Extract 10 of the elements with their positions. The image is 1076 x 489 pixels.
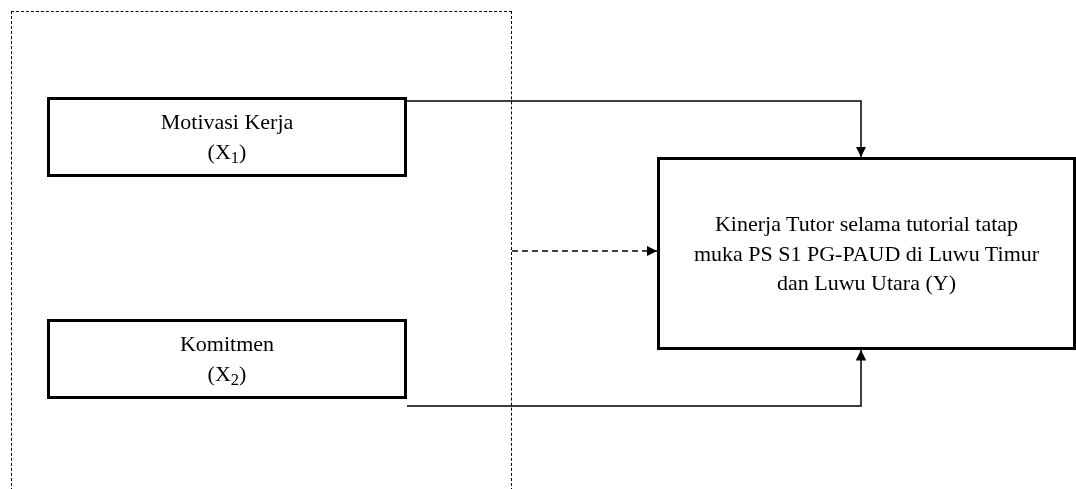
arrow <box>511 245 658 257</box>
variable-label: Komitmen (X$_{2}$) <box>178 330 276 389</box>
arrow <box>406 349 867 407</box>
variable-box <box>47 97 407 177</box>
variable-label: Motivasi Kerja (X$_{1}$) <box>159 108 295 167</box>
variable-label: Kinerja Tutor selama tutorial tatap muka PS S1 PG-PAUD di Luwu Timur dan Luwu Utara (Y) <box>692 209 1041 298</box>
variable-box <box>47 319 407 399</box>
dashed-group-box <box>11 11 512 489</box>
arrow <box>406 100 867 158</box>
variable-box <box>657 157 1076 350</box>
